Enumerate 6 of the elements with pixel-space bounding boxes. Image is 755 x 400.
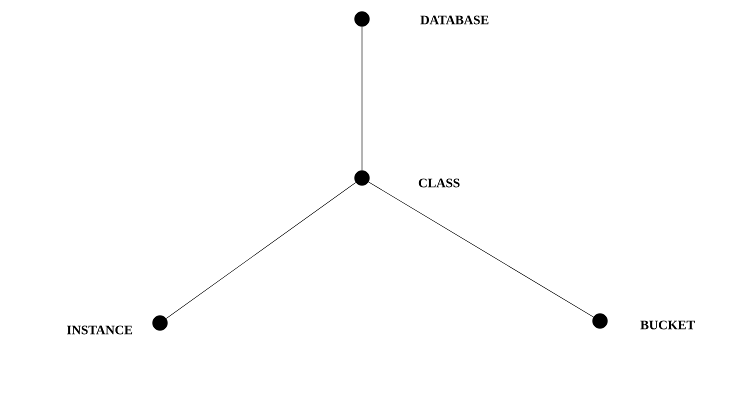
node-label: CLASS (418, 178, 460, 188)
node-label: BUCKET (640, 320, 695, 330)
node-label: INSTANCE (67, 326, 132, 334)
node-label: DATABASE (420, 16, 488, 24)
connector-line (166, 182, 356, 319)
connector-line (368, 182, 594, 318)
